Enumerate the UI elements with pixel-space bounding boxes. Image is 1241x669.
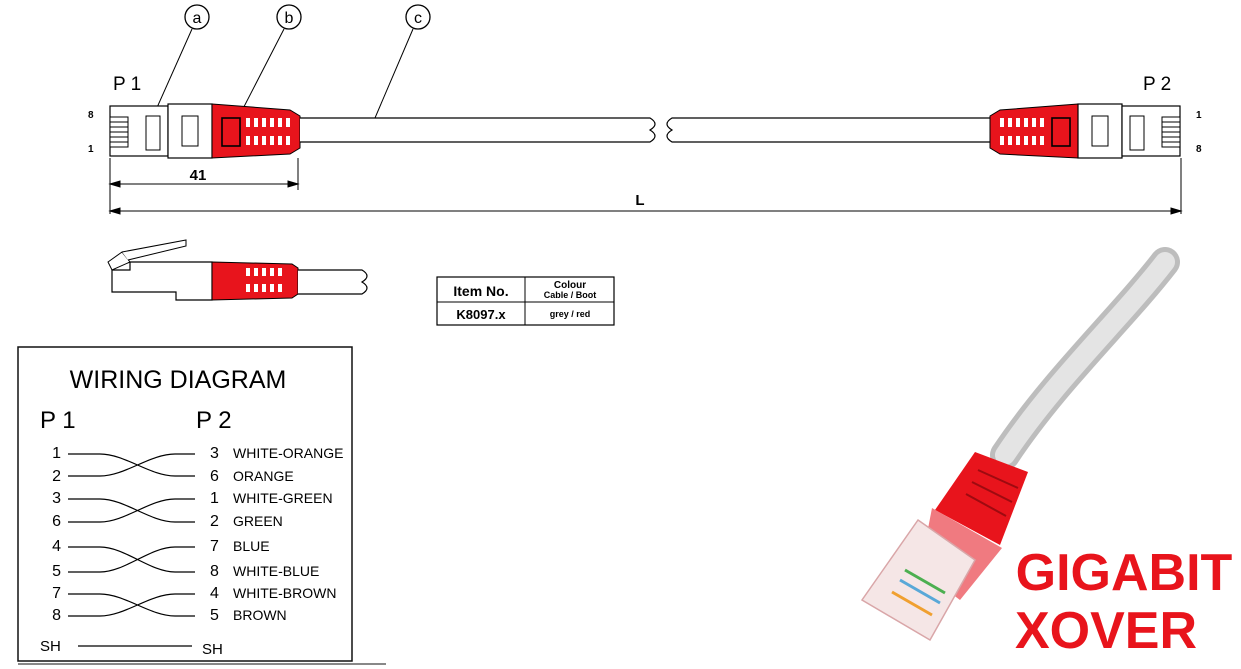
p1-label: P 1 <box>113 74 141 95</box>
wiring-pin-right: 6 <box>210 468 219 485</box>
p2-label: P 2 <box>1143 74 1171 95</box>
wiring-pin-left: 1 <box>52 445 61 462</box>
wiring-pin-right: 2 <box>210 513 219 530</box>
wiring-pair-color: WHITE-BROWN <box>233 585 336 601</box>
svg-text:c: c <box>414 10 422 27</box>
badge-gigabit: GIGABIT <box>1016 544 1233 602</box>
wiring-pin-right: 4 <box>210 585 219 602</box>
wiring-pin-left: 3 <box>52 490 61 507</box>
cable <box>300 117 990 143</box>
wiring-pin-right: 3 <box>210 445 219 462</box>
wiring-pin-left: 2 <box>52 468 61 485</box>
right-pin-top: 1 <box>1196 110 1202 121</box>
wiring-pair-color: WHITE-ORANGE <box>233 445 343 461</box>
shield-left: SH <box>40 638 61 655</box>
wiring-pair-color: BROWN <box>233 607 287 623</box>
wiring-crossovers <box>68 453 195 647</box>
left-pin-bottom: 1 <box>88 144 94 155</box>
left-pin-top: 8 <box>88 110 94 121</box>
item-table: Item No. Colour Cable / Boot K8097.x gre… <box>436 276 615 326</box>
wiring-p2: P 2 <box>196 407 232 434</box>
callout-c: c <box>368 4 431 133</box>
wiring-p1: P 1 <box>40 407 76 434</box>
svg-text:b: b <box>285 10 294 27</box>
left-plug <box>109 103 213 159</box>
dimension-41 <box>108 158 300 214</box>
left-boot <box>211 103 301 159</box>
wiring-pin-left: 7 <box>52 585 61 602</box>
cable-technical-drawing: a b c P 1 P 2 8 1 1 8 <box>88 4 1202 215</box>
wiring-title: WIRING DIAGRAM <box>70 366 287 394</box>
table-colour-value: grey / red <box>550 309 591 319</box>
wiring-pin-right: 8 <box>210 563 219 580</box>
wiring-pin-left: 4 <box>52 538 61 555</box>
wiring-pin-right: 7 <box>210 538 219 555</box>
svg-text:a: a <box>193 10 202 27</box>
wiring-pin-right: 5 <box>210 607 219 624</box>
dimension-L <box>108 158 1183 215</box>
plug-side-view <box>107 239 368 301</box>
table-header-item: Item No. <box>453 283 508 299</box>
table-header-colour: Colour <box>554 280 586 291</box>
wiring-pair-color: ORANGE <box>233 468 294 484</box>
wiring-pin-right: 1 <box>210 490 219 507</box>
dimension-L-label: L <box>635 192 644 209</box>
right-plug <box>1077 103 1181 159</box>
right-pin-bottom: 8 <box>1196 144 1202 155</box>
wiring-pair-color: WHITE-GREEN <box>233 490 333 506</box>
cable-photo <box>860 247 1180 642</box>
wiring-pair-color: WHITE-BLUE <box>233 563 319 579</box>
badge-xover: XOVER <box>1015 602 1197 660</box>
wiring-pin-left: 8 <box>52 607 61 624</box>
wiring-pin-left: 5 <box>52 563 61 580</box>
wiring-pair-color: BLUE <box>233 538 270 554</box>
table-item-no: K8097.x <box>456 307 506 322</box>
wiring-pin-left: 6 <box>52 513 61 530</box>
table-header-colour-sub: Cable / Boot <box>544 290 597 300</box>
shield-right: SH <box>202 641 223 658</box>
right-boot <box>989 103 1079 159</box>
wiring-pair-color: GREEN <box>233 513 283 529</box>
dimension-41-label: 41 <box>190 167 207 184</box>
